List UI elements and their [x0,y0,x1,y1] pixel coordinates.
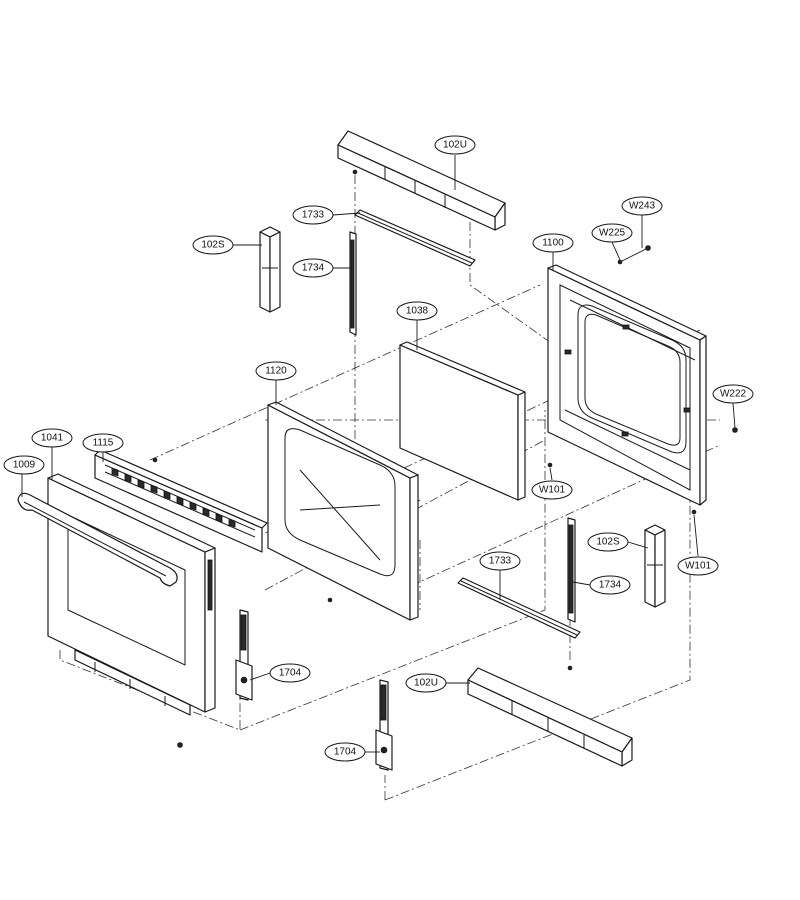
callout-102s-left: 102S [192,235,234,255]
callout-w101-a: W101 [531,480,573,500]
callout-1733-top: 1733 [292,205,334,225]
inner-door-frame-1100 [547,264,707,506]
door-handle-1009 [17,492,178,587]
callout-label: 102S [596,537,620,548]
callout-label: 1734 [302,263,325,274]
side-strip-1734-bottom [567,517,576,671]
callout-label: W225 [599,228,626,239]
mid-door-frame-1120 [267,401,419,621]
insulation-block-102u-bottom [467,667,633,767]
side-strip-1734-top [349,231,357,336]
callout-w222: W222 [712,384,754,404]
callout-label: 1120 [265,366,287,377]
callout-label: 1734 [599,580,622,591]
callout-label: 102U [414,678,438,689]
callout-1100: 1100 [532,233,574,253]
callout-w101-b: W101 [677,556,719,576]
callout-label: W243 [629,201,656,212]
callout-1704-a: 1704 [269,663,311,683]
callout-1041: 1041 [31,428,73,448]
callout-label: 102U [443,140,467,151]
insulation-block-102s-right [644,524,666,608]
hinge-1704-a [235,609,253,701]
callout-1009: 1009 [3,455,45,475]
callout-label: W222 [720,389,747,400]
callout-label: 1038 [406,306,429,317]
insulation-block-102s-left [259,226,281,313]
callout-1733-bottom: 1733 [479,551,521,571]
door-rail-1733-bottom [457,577,581,639]
callout-label: W101 [685,561,712,572]
door-rail-1733-top [354,209,476,267]
hinge-1704-b [375,679,393,771]
callout-102u-top: 102U [434,135,476,155]
callout-1120: 1120 [255,361,297,381]
callout-label: 1041 [41,433,64,444]
callout-label: 102S [201,240,225,251]
callout-label: 1733 [489,556,512,567]
callout-label: W101 [539,485,566,496]
callout-label: 1704 [279,668,302,679]
callout-102u-bottom: 102U [405,673,447,693]
callout-label: 1704 [334,747,357,758]
callout-label: 1115 [93,438,114,449]
callout-1734-top: 1734 [292,258,334,278]
leader-lines [21,155,736,753]
glass-panel-1038 [399,341,526,501]
callout-label: 1100 [542,238,564,249]
callout-1734-bottom: 1734 [589,575,631,595]
callout-w243: W243 [621,196,663,216]
callout-102s-right: 102S [587,532,629,552]
vent-trim-1115 [94,449,268,553]
callout-label: 1733 [302,210,325,221]
callout-w225: W225 [591,223,633,243]
insulation-block-102u-top [337,130,506,231]
callout-1115: 1115 [82,433,124,453]
callout-1038: 1038 [396,301,438,321]
callout-1704-b: 1704 [324,742,366,762]
screws [547,245,738,515]
callout-label: 1009 [13,460,36,471]
